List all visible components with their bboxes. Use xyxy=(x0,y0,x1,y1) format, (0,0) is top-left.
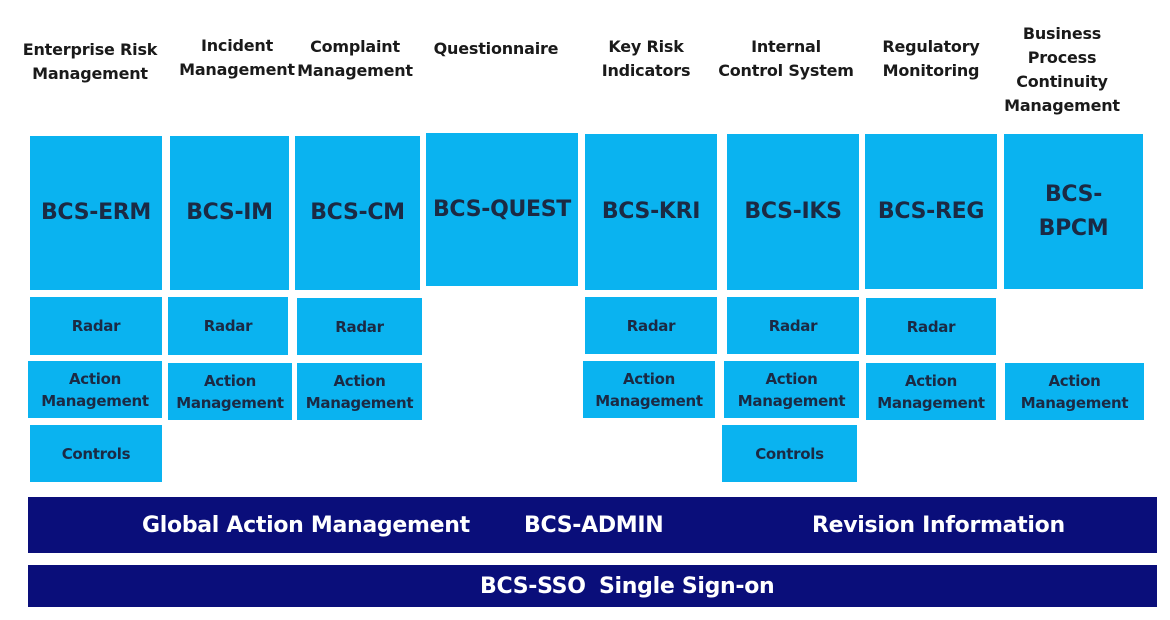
controls-erm: Controls xyxy=(30,425,162,482)
bcs-sso-label: BCS-SSO xyxy=(480,573,586,599)
module-quest: BCS-QUEST xyxy=(426,133,578,286)
header-reg: Regulatory Monitoring xyxy=(882,37,980,80)
header-kri: Key Risk Indicators xyxy=(601,37,691,80)
module-kri: BCS-KRI xyxy=(585,134,717,290)
action-management-reg: Action Management xyxy=(866,363,996,420)
revision-information-label: Revision Information xyxy=(812,512,1065,538)
module-erm: BCS-ERM xyxy=(30,136,162,290)
sso-bar: BCS-SSO Single Sign-on xyxy=(28,565,1157,607)
module-reg: BCS-REG xyxy=(865,134,997,289)
radar-kri: Radar xyxy=(585,297,717,354)
header-iks: Internal Control System xyxy=(718,37,854,80)
action-management-cm: Action Management xyxy=(297,363,422,420)
radar-iks: Radar xyxy=(727,297,859,354)
radar-erm: Radar xyxy=(30,297,162,355)
module-cm: BCS-CM xyxy=(295,136,420,290)
module-iks: BCS-IKS xyxy=(727,134,859,290)
bcs-admin-label: BCS-ADMIN xyxy=(524,512,664,538)
action-management-im: Action Management xyxy=(168,363,292,420)
controls-iks: Controls xyxy=(722,425,857,482)
header-bpcm: Business Process Continuity Management xyxy=(1004,24,1120,115)
single-sign-on-label: Single Sign-on xyxy=(599,573,775,599)
module-im: BCS-IM xyxy=(170,136,289,290)
action-management-iks: Action Management xyxy=(724,361,859,418)
header-erm: Enterprise Risk Management xyxy=(22,40,158,83)
radar-cm: Radar xyxy=(297,298,422,355)
radar-reg: Radar xyxy=(866,298,996,355)
module-bpcm: BCS- BPCM xyxy=(1004,134,1143,289)
action-management-kri: Action Management xyxy=(583,361,715,418)
admin-bar: Global Action Management BCS-ADMIN Revis… xyxy=(28,497,1157,553)
header-cm: Complaint Management xyxy=(297,37,413,80)
radar-im: Radar xyxy=(168,297,288,355)
action-management-bpcm: Action Management xyxy=(1005,363,1144,420)
global-action-management-label: Global Action Management xyxy=(142,512,470,538)
header-quest: Questionnaire xyxy=(433,39,559,58)
action-management-erm: Action Management xyxy=(28,361,162,418)
header-im: Incident Management xyxy=(179,36,295,79)
